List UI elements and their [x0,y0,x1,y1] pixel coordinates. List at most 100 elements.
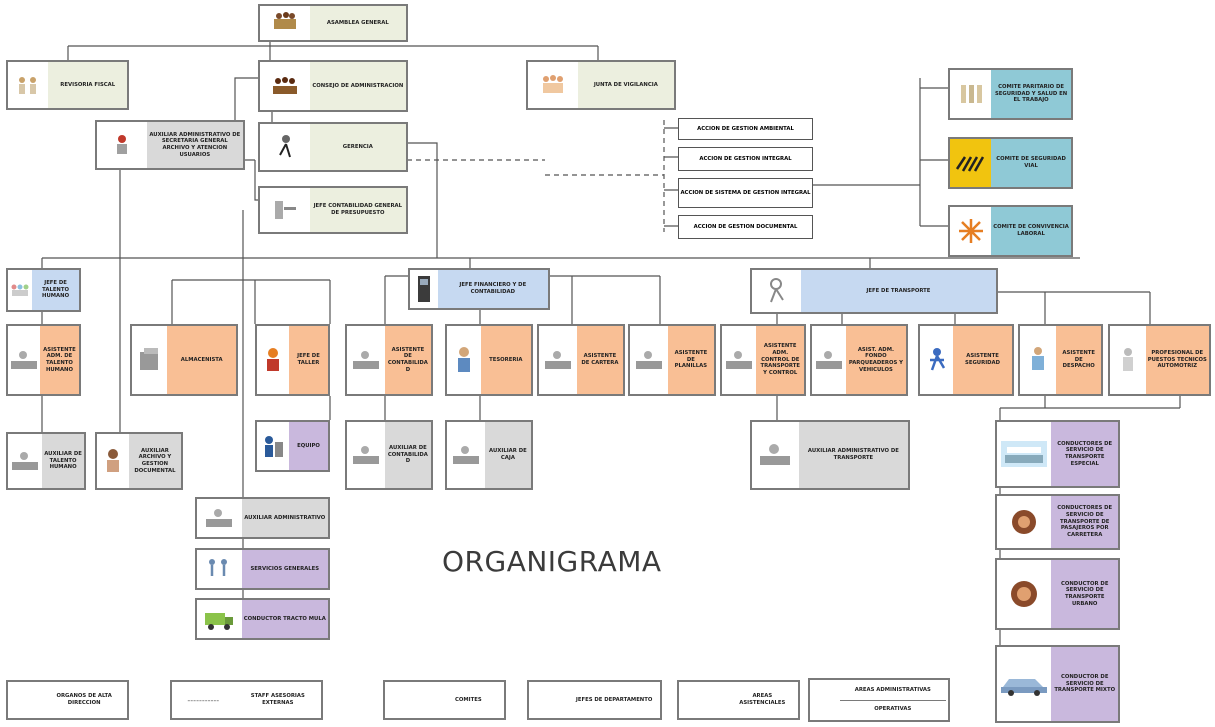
legend-label: AREAS ADMINISTRATIVAS OPERATIVAS [838,680,948,720]
node-asist-adm-fondo: ASIST. ADM. FONDO PARQUEADEROS Y VEHICUL… [810,324,908,396]
node-label: AUXILIAR DE CAJA [489,448,527,461]
node-label: ASAMBLEA GENERAL [326,19,389,26]
node-almacenista: ALMACENISTA [130,324,238,396]
node-conductor-tracto-mula: CONDUCTOR TRACTO MULA [195,598,330,640]
node-aux-talento-humano: AUXILIAR DE TALENTO HUMANO [6,432,86,490]
staff-accion-2: ACCION DE GESTION INTEGRAL [678,147,813,171]
legend-admin-ops: AREAS ADMINISTRATIVAS OPERATIVAS [808,678,950,722]
node-label: COMITE DE CONVIVENCIA LABORAL [993,224,1069,237]
person-icon [97,434,129,488]
node-label: AUXILIAR ADMINISTRATIVO [244,514,326,521]
desk-icon [347,422,385,488]
people-icon [8,62,49,108]
mechanic-icon [257,422,289,470]
node-tesoreria: TESORERIA [445,324,533,396]
node-label: COMITE DE SEGURIDAD VIAL [996,156,1066,169]
desk-icon [8,326,40,394]
staff-accion-3: ACCION DE SISTEMA DE GESTION INTEGRAL [678,178,813,208]
truck-icon [197,600,242,638]
node-label: AUXILIAR DE CONTABILIDAD [387,445,428,465]
legend-board: ORGANOS DE ALTA DIRECCION [6,680,129,720]
node-asistente-despacho: ASISTENTE DE DESPACHO [1018,324,1103,396]
node-comite-seguridad: COMITE PARITARIO DE SEGURIDAD Y SALUD EN… [948,68,1073,120]
desk-icon [447,422,485,488]
node-aux-archivo: AUXILIAR ARCHIVO Y GESTION DOCUMENTAL [95,432,183,490]
legend-swatch [529,682,569,718]
bus-icon [997,422,1052,486]
node-label: REVISORIA FISCAL [60,81,116,88]
node-label: ALMACENISTA [180,356,223,363]
node-asistente-contabilidad: ASISTENTE DE CONTABILIDAD [345,324,433,396]
meeting-icon [260,6,310,40]
node-aux-contabilidad: AUXILIAR DE CONTABILIDAD [345,420,433,490]
desk-icon [8,434,43,488]
node-servicios-generales: SERVICIOS GENERALES [195,548,330,590]
node-label: JEFE DE TALLER [297,353,320,366]
driver-icon [997,560,1052,628]
node-label: CONDUCTOR TRACTO MULA [243,615,326,622]
node-label: ASISTENTE SEGURIDAD [965,353,1001,366]
node-label: AUXILIAR DE TALENTO HUMANO [44,451,82,471]
node-label: ASISTENTE DE CARTERA [581,353,619,366]
driver-icon [997,496,1052,548]
node-aux-caja: AUXILIAR DE CAJA [445,420,533,490]
desk-icon [630,326,668,394]
meeting-icon [260,62,310,110]
node-revisoria: REVISORIA FISCAL [6,60,129,110]
node-label: ASISTENTE DE DESPACHO [1062,350,1096,370]
node-comite-vial: COMITE DE SEGURIDAD VIAL [948,137,1073,189]
node-asistente-adm-transporte: ASISTENTE ADM. CONTROL DE TRANSPORTE Y C… [720,324,806,396]
node-label: SERVICIOS GENERALES [250,565,320,572]
legend-label: AREAS ASISTENCIALES [739,693,786,706]
node-label: JEFE FINANCIERO Y DE CONTABILIDAD [459,282,527,295]
node-label: TESORERIA [489,356,523,363]
car-icon [997,647,1052,721]
people-icon [528,62,578,108]
node-label: AUXILIAR ADMINISTRATIVO DE TRANSPORTE [807,448,899,461]
node-label: JUNTA DE VIGILANCIA [593,81,658,88]
node-aux-administrativo: AUXILIAR ADMINISTRATIVO [195,497,330,539]
node-jefe-talento-humano: JEFE DE TALENTO HUMANO [6,268,81,312]
node-label: ASISTENTE DE PLANILLAS [674,350,708,370]
node-jefe-financiero: JEFE FINANCIERO Y DE CONTABILIDAD [408,268,550,310]
legend-committees: COMITES [383,680,506,720]
legend-label: STAFF ASESORIAS EXTERNAS [250,693,305,706]
node-label: JEFE DE TALENTO HUMANO [42,280,70,300]
desk-icon [197,499,242,537]
page-title: ORGANIGRAMA [442,545,662,578]
legend-label: JEFES DE DEPARTAMENTO [575,696,653,703]
runner-icon [920,326,954,394]
manager-icon [260,124,310,170]
node-label: CONDUCTORES DE SERVICIO DE TRANSPORTE DE… [1057,505,1113,538]
legend-label: COMITES [454,696,482,703]
node-comite-convivencia: COMITE DE CONVIVENCIA LABORAL [948,205,1073,257]
node-label: EQUIPO [297,442,320,449]
node-asistente-planillas: ASISTENTE DE PLANILLAS [628,324,716,396]
node-asamblea: ASAMBLEA GENERAL [258,4,408,42]
node-aux-secretaria: AUXILIAR ADMINISTRATIVO DE SECRETARIA GE… [95,120,245,170]
node-label: ASIST. ADM. FONDO PARQUEADEROS Y VEHICUL… [848,346,903,373]
desk-icon [722,326,757,394]
runner-icon [752,270,801,312]
node-label: CONDUCTOR DE SERVICIO DE TRANSPORTE MIXT… [1054,674,1116,694]
node-label: AUXILIAR ARCHIVO Y GESTION DOCUMENTAL [134,447,176,474]
desk-icon [752,422,799,488]
people-icon [950,70,992,118]
node-label: ASISTENTE ADM. CONTROL DE TRANSPORTE Y C… [760,343,800,376]
node-jefe-transporte: JEFE DE TRANSPORTE [750,268,998,314]
worker-icon [97,122,147,168]
box-icon [132,326,168,394]
node-label: AUXILIAR ADMINISTRATIVO DE SECRETARIA GE… [149,131,241,158]
node-gerencia: GERENCIA [258,122,408,172]
node-asistente-th: ASISTENTE ADM. DE TALENTO HUMANO [6,324,81,396]
node-label: JEFE CONTABILIDAD GENERAL DE PRESUPUESTO [313,203,403,216]
node-jefe-contab-general: JEFE CONTABILIDAD GENERAL DE PRESUPUESTO [258,186,408,234]
node-label: ASISTENTE ADM. DE TALENTO HUMANO [43,346,76,373]
node-label: COMITE PARITARIO DE SEGURIDAD Y SALUD EN… [994,84,1068,104]
node-asistente-cartera: ASISTENTE DE CARTERA [537,324,625,396]
legend-swatch: ----------- [172,682,235,718]
staff-accion-1: ACCION DE GESTION AMBIENTAL [678,118,813,140]
computer-icon [410,270,438,308]
node-conductor-urbano: CONDUCTOR DE SERVICIO DE TRANSPORTE URBA… [995,558,1120,630]
